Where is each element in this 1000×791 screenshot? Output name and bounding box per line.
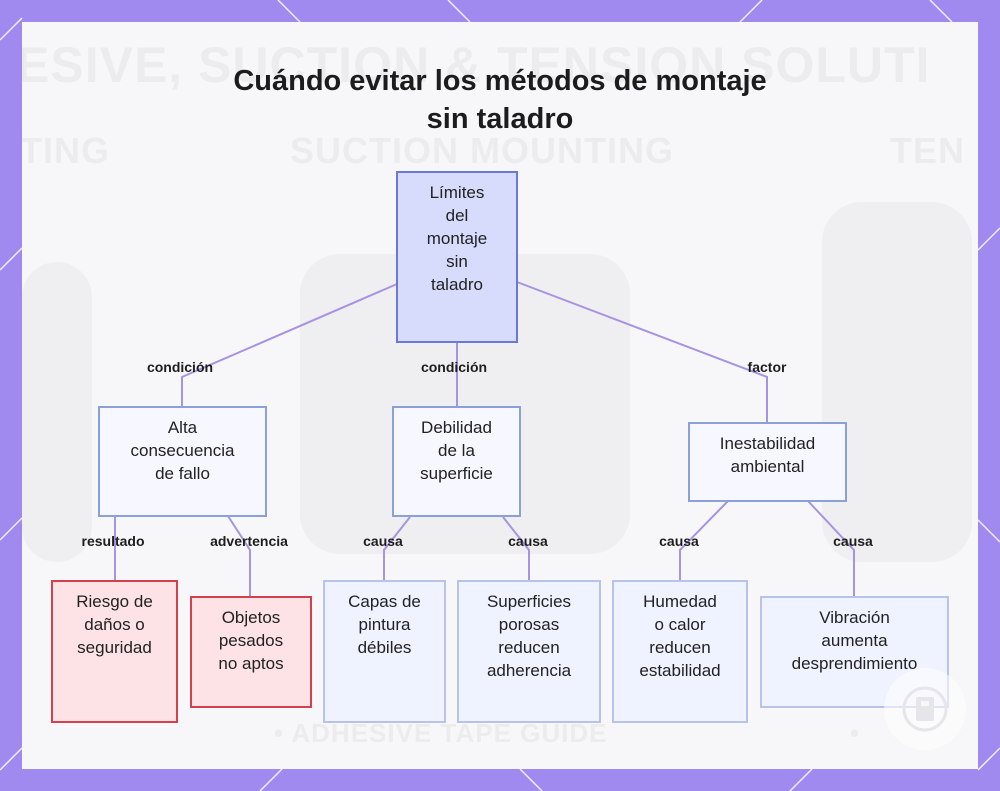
node-damage-risk[interactable]: Riesgo de daños o seguridad <box>51 580 178 723</box>
edge-label-environment-humidity: causa <box>659 533 699 549</box>
node-text: Límites del montaje sin taladro <box>427 181 487 296</box>
edge-surface-porous <box>502 516 530 581</box>
logo-icon <box>902 686 948 732</box>
edge-root-consequence <box>181 283 398 407</box>
node-text-line: estabilidad <box>639 661 721 680</box>
node-text-line: o calor <box>654 615 706 634</box>
edge-label-consequence-damage: resultado <box>81 533 145 549</box>
node-text-line: Límites <box>429 183 485 202</box>
node-text-line: del <box>445 206 469 225</box>
edge-label-surface-porous: causa <box>508 533 548 549</box>
background-column-3: TEN <box>890 130 965 171</box>
node-text-line: Debilidad <box>421 418 492 437</box>
node-text-line: Superficies <box>486 592 572 611</box>
edge-label-root-environment: factor <box>747 359 787 375</box>
edge-label-consequence-heavy: advertencia <box>210 533 288 549</box>
background-footer-2: • <box>850 718 861 748</box>
node-text: Alta consecuencia de fallo <box>131 416 235 485</box>
node-text: Inestabilidad ambiental <box>720 432 815 478</box>
edge-consequence-heavy <box>227 515 251 597</box>
node-text-line: Riesgo de <box>76 592 153 611</box>
page-title: Cuándo evitar los métodos de montaje sin… <box>0 62 1000 138</box>
node-text-line: sin <box>446 252 468 271</box>
edge-root-environment <box>516 281 768 423</box>
node-text-line: de fallo <box>155 464 210 483</box>
node-root-limits[interactable]: Límites del montaje sin taladro <box>396 171 518 343</box>
node-text-line: no aptos <box>218 654 284 673</box>
node-text-line: Objetos <box>221 608 281 627</box>
node-text: Superficies porosas reducen adherencia <box>487 590 571 682</box>
node-text-line: Inestabilidad <box>719 434 816 453</box>
node-text-line: seguridad <box>77 638 152 657</box>
node-text: Vibración aumenta desprendimiento <box>792 606 918 675</box>
node-heavy-objects[interactable]: Objetos pesados no aptos <box>190 596 312 708</box>
title-line-1: Cuándo evitar los métodos de montaje <box>233 65 767 97</box>
node-text-line: desprendimiento <box>791 654 918 673</box>
edge-environment-humidity <box>679 500 729 581</box>
node-text-line: débiles <box>357 638 412 657</box>
node-humidity-heat[interactable]: Humedad o calor reducen estabilidad <box>612 580 748 723</box>
background-shape <box>822 202 972 562</box>
node-weak-paint[interactable]: Capas de pintura débiles <box>323 580 446 723</box>
watermark-logo <box>884 668 966 750</box>
edge-surface-paint <box>383 516 411 581</box>
node-text: Humedad o calor reducen estabilidad <box>639 590 720 682</box>
edge-label-surface-paint: causa <box>363 533 403 549</box>
node-text-line: pesados <box>218 631 284 650</box>
node-text-line: daños o <box>84 615 145 634</box>
node-text-line: montaje <box>426 229 488 248</box>
background-shape <box>22 262 92 562</box>
node-text-line: superficie <box>420 464 493 483</box>
node-text: Objetos pesados no aptos <box>218 606 283 675</box>
node-environmental-instability[interactable]: Inestabilidad ambiental <box>688 422 847 502</box>
node-text: Debilidad de la superficie <box>420 416 493 485</box>
node-text-line: Vibración <box>819 608 890 627</box>
node-text-line: porosas <box>498 615 560 634</box>
node-text-line: de la <box>438 441 475 460</box>
node-text-line: reducen <box>498 638 560 657</box>
node-text-line: pintura <box>358 615 411 634</box>
node-text-line: reducen <box>649 638 711 657</box>
title-line-2: sin taladro <box>426 103 574 135</box>
node-high-consequence[interactable]: Alta consecuencia de fallo <box>98 406 267 517</box>
node-text-line: adherencia <box>486 661 572 680</box>
node-porous-surfaces[interactable]: Superficies porosas reducen adherencia <box>457 580 601 723</box>
edge-environment-vibration <box>807 500 855 597</box>
background-footer-1: • ADHESIVE TAPE GUIDE <box>274 718 608 748</box>
background-column-1: TING <box>22 130 110 171</box>
edge-label-environment-vibration: causa <box>833 533 873 549</box>
node-text-line: Alta <box>167 418 198 437</box>
node-text-line: consecuencia <box>130 441 235 460</box>
node-text-line: Capas de <box>348 592 421 611</box>
edge-label-root-consequence: condición <box>146 359 214 375</box>
background-heading: ESIVE, SUCTION & TENSION SOLUTI <box>22 37 931 93</box>
node-text-line: taladro <box>431 275 483 294</box>
edge-label-root-surface: condición <box>420 359 488 375</box>
node-surface-weakness[interactable]: Debilidad de la superficie <box>392 406 521 517</box>
node-text-line: aumenta <box>821 631 888 650</box>
node-text-line: ambiental <box>730 457 805 476</box>
node-text: Riesgo de daños o seguridad <box>76 590 153 659</box>
node-text: Capas de pintura débiles <box>348 590 421 659</box>
background-column-2: SUCTION MOUNTING <box>290 130 674 171</box>
node-text-line: Humedad <box>643 592 717 611</box>
